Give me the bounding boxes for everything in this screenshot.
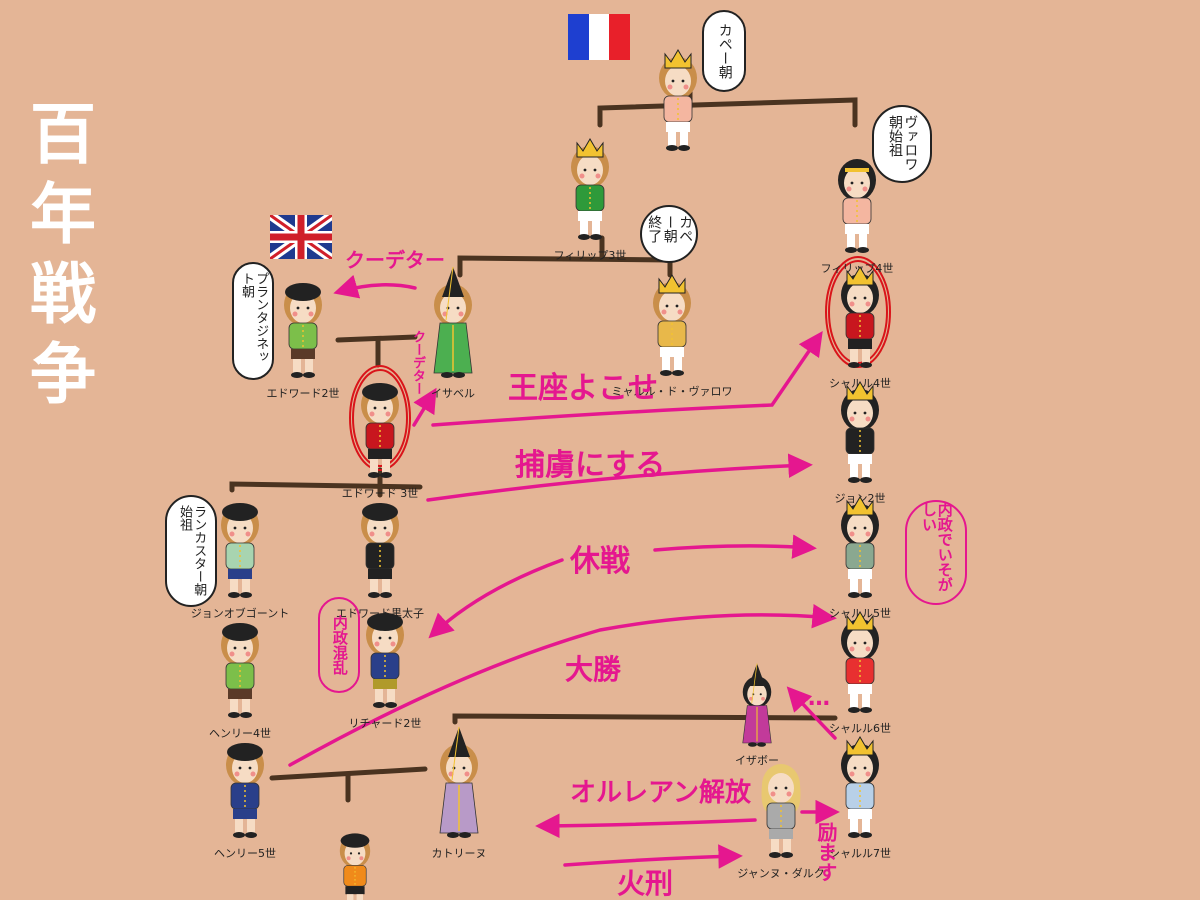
figure-icon xyxy=(742,663,772,747)
figure-icon xyxy=(653,274,691,376)
figure-icon xyxy=(761,764,801,858)
arrow-truce-left xyxy=(428,558,564,639)
char-isabelle: イサベル xyxy=(418,265,488,400)
arrow-burning xyxy=(563,844,743,869)
oval-internal-strife: 内政混乱 xyxy=(318,597,360,693)
char-john-gaunt: ジョンオブゴーント xyxy=(191,485,289,620)
char-richard2: リチャード2世 xyxy=(349,595,421,730)
character-label: ヘンリー5世 xyxy=(214,847,276,860)
char-henry4: ヘンリー4世 xyxy=(205,605,275,740)
figure-icon xyxy=(366,613,404,708)
uk-flag-icon xyxy=(270,215,332,259)
page-title: 百 年 戦 争 xyxy=(30,96,96,413)
arrow-throne xyxy=(431,330,823,427)
figure-icon xyxy=(659,49,697,151)
char-capet-king xyxy=(643,38,713,168)
char-henry5: ヘンリー5世 xyxy=(210,725,280,860)
figure-icon xyxy=(433,266,473,378)
note-give-throne: 王座よこせ xyxy=(508,371,658,406)
figure-icon xyxy=(221,623,259,718)
note-dots: … xyxy=(808,686,830,711)
character-label: イサベル xyxy=(431,387,475,400)
char-isabeau: イザボー xyxy=(722,632,792,767)
figure-icon xyxy=(841,381,879,483)
char-philippe4: フィリップ4世 xyxy=(821,140,893,275)
character-label: エドワード 3世 xyxy=(341,487,419,500)
bubble-capet-end: カペー朝終了 xyxy=(640,205,698,263)
note-capture: 捕虜にする xyxy=(515,448,666,483)
character-label: フィリップ3世 xyxy=(553,249,627,262)
char-henry6: ヘンリー6世 xyxy=(320,795,390,900)
character-label: フィリップ4世 xyxy=(820,262,894,275)
char-catherine: カトリーヌ xyxy=(424,725,494,860)
char-charles7: シャルル7世 xyxy=(825,725,895,860)
figure-icon xyxy=(841,266,879,368)
note-encourage: 励ます xyxy=(814,822,838,882)
arrow-capture xyxy=(426,453,813,502)
note-victory: 大勝 xyxy=(565,653,622,686)
tree-line-philippe4 xyxy=(457,255,673,278)
bubble-valois-founder: ヴァロワ朝始祖 xyxy=(872,105,932,183)
char-edward2: エドワード2世 xyxy=(267,265,340,400)
char-john2: ジョン2世 xyxy=(825,370,895,505)
note-orleans: オルレアン解放 xyxy=(570,778,751,808)
char-joan: ジャンヌ・ダルク xyxy=(737,745,825,880)
character-label: ミャルル・ド・ヴァロワ xyxy=(611,385,733,398)
figure-icon xyxy=(841,496,879,598)
bubble-capet-dynasty: カペー朝 xyxy=(702,10,746,92)
char-charles5: シャルル5世 xyxy=(825,485,895,620)
character-label: イザボー xyxy=(735,754,779,767)
note-truce: 休戦 xyxy=(570,544,630,579)
note-coup: クーデター xyxy=(345,248,445,272)
character-label: シャルル7世 xyxy=(829,847,891,860)
figure-icon xyxy=(284,283,322,378)
highlight-edward3 xyxy=(349,365,411,471)
character-label: リチャード2世 xyxy=(348,717,422,730)
character-label: エドワード2世 xyxy=(266,387,340,400)
bubble-lancaster-founder: ランカスター朝始祖 xyxy=(165,495,217,607)
char-philippe3: フィリップ3世 xyxy=(554,127,626,262)
note-burning: 火刑 xyxy=(617,867,674,900)
figure-icon xyxy=(361,383,399,478)
character-label: ヘンリー4世 xyxy=(209,727,271,740)
arrow-orleans xyxy=(535,813,757,839)
figure-icon xyxy=(571,138,609,240)
character-label: ジャンヌ・ダルク xyxy=(737,867,825,880)
figure-icon xyxy=(339,833,371,900)
character-label: シャルル6世 xyxy=(829,722,891,735)
character-label: ジョンオブゴーント xyxy=(190,607,290,620)
bubble-plantagenet: プランタジネット朝 xyxy=(232,262,274,380)
char-charles6: シャルル6世 xyxy=(825,600,895,735)
figure-icon xyxy=(221,503,259,598)
arrow-isabeau xyxy=(786,686,837,740)
figure-icon xyxy=(838,159,876,253)
figure-icon xyxy=(841,611,879,713)
arrow-victory xyxy=(288,604,837,767)
char-charles4: シャルル4世 xyxy=(825,255,895,390)
france-flag-icon xyxy=(568,14,630,60)
figure-icon xyxy=(439,726,479,838)
char-edward3: エドワード 3世 xyxy=(342,365,418,500)
figure-icon xyxy=(361,503,399,598)
arrow-truce-right xyxy=(653,534,817,559)
arrow-coup-up xyxy=(412,387,437,427)
tree-line-charles6-catherine xyxy=(452,713,838,725)
oval-internal-busy: 内政でいそがしい xyxy=(905,500,967,605)
figure-icon xyxy=(841,736,879,838)
note-coup-vertical: クーデター xyxy=(410,330,425,395)
arrow-coup xyxy=(333,274,417,299)
figure-icon xyxy=(226,743,264,838)
tree-line-edward3-sons xyxy=(229,481,423,493)
tree-line-capet xyxy=(597,97,858,128)
char-charles-valois: ミャルル・ド・ヴァロワ xyxy=(612,263,733,398)
character-label: カトリーヌ xyxy=(431,847,487,860)
